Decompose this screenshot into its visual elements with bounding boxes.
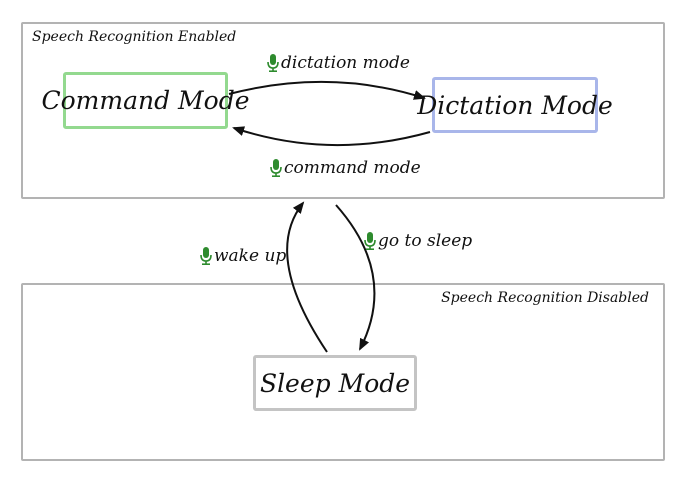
to-command-text: command mode [284,158,421,178]
microphone-icon [267,54,279,72]
arrow-enabled-to-sleep [335,204,376,351]
arrow-dictation-to-command [232,126,431,147]
speech-enabled-label: Speech Recognition Enabled [32,29,237,45]
dictation-mode-state: Dictation Mode [417,77,613,133]
label-to-command: command mode [270,158,421,178]
speech-enabled-region [21,22,665,199]
arrow-command-to-dictation [228,80,426,100]
label-go-to-sleep: go to sleep [364,231,472,251]
command-mode-state: Command Mode [42,72,250,129]
wake-up-text: wake up [214,246,287,266]
label-to-dictation: dictation mode [267,53,410,73]
microphone-icon [270,159,282,177]
to-dictation-text: dictation mode [281,53,410,73]
go-to-sleep-text: go to sleep [378,231,473,251]
arrow-sleep-to-enabled [286,201,328,353]
microphone-icon [200,247,212,265]
label-wake-up: wake up [200,246,286,266]
speech-disabled-region [21,283,665,461]
speech-disabled-label: Speech Recognition Disabled [441,290,649,306]
microphone-icon [364,232,376,250]
sleep-mode-state: Sleep Mode [253,355,417,411]
